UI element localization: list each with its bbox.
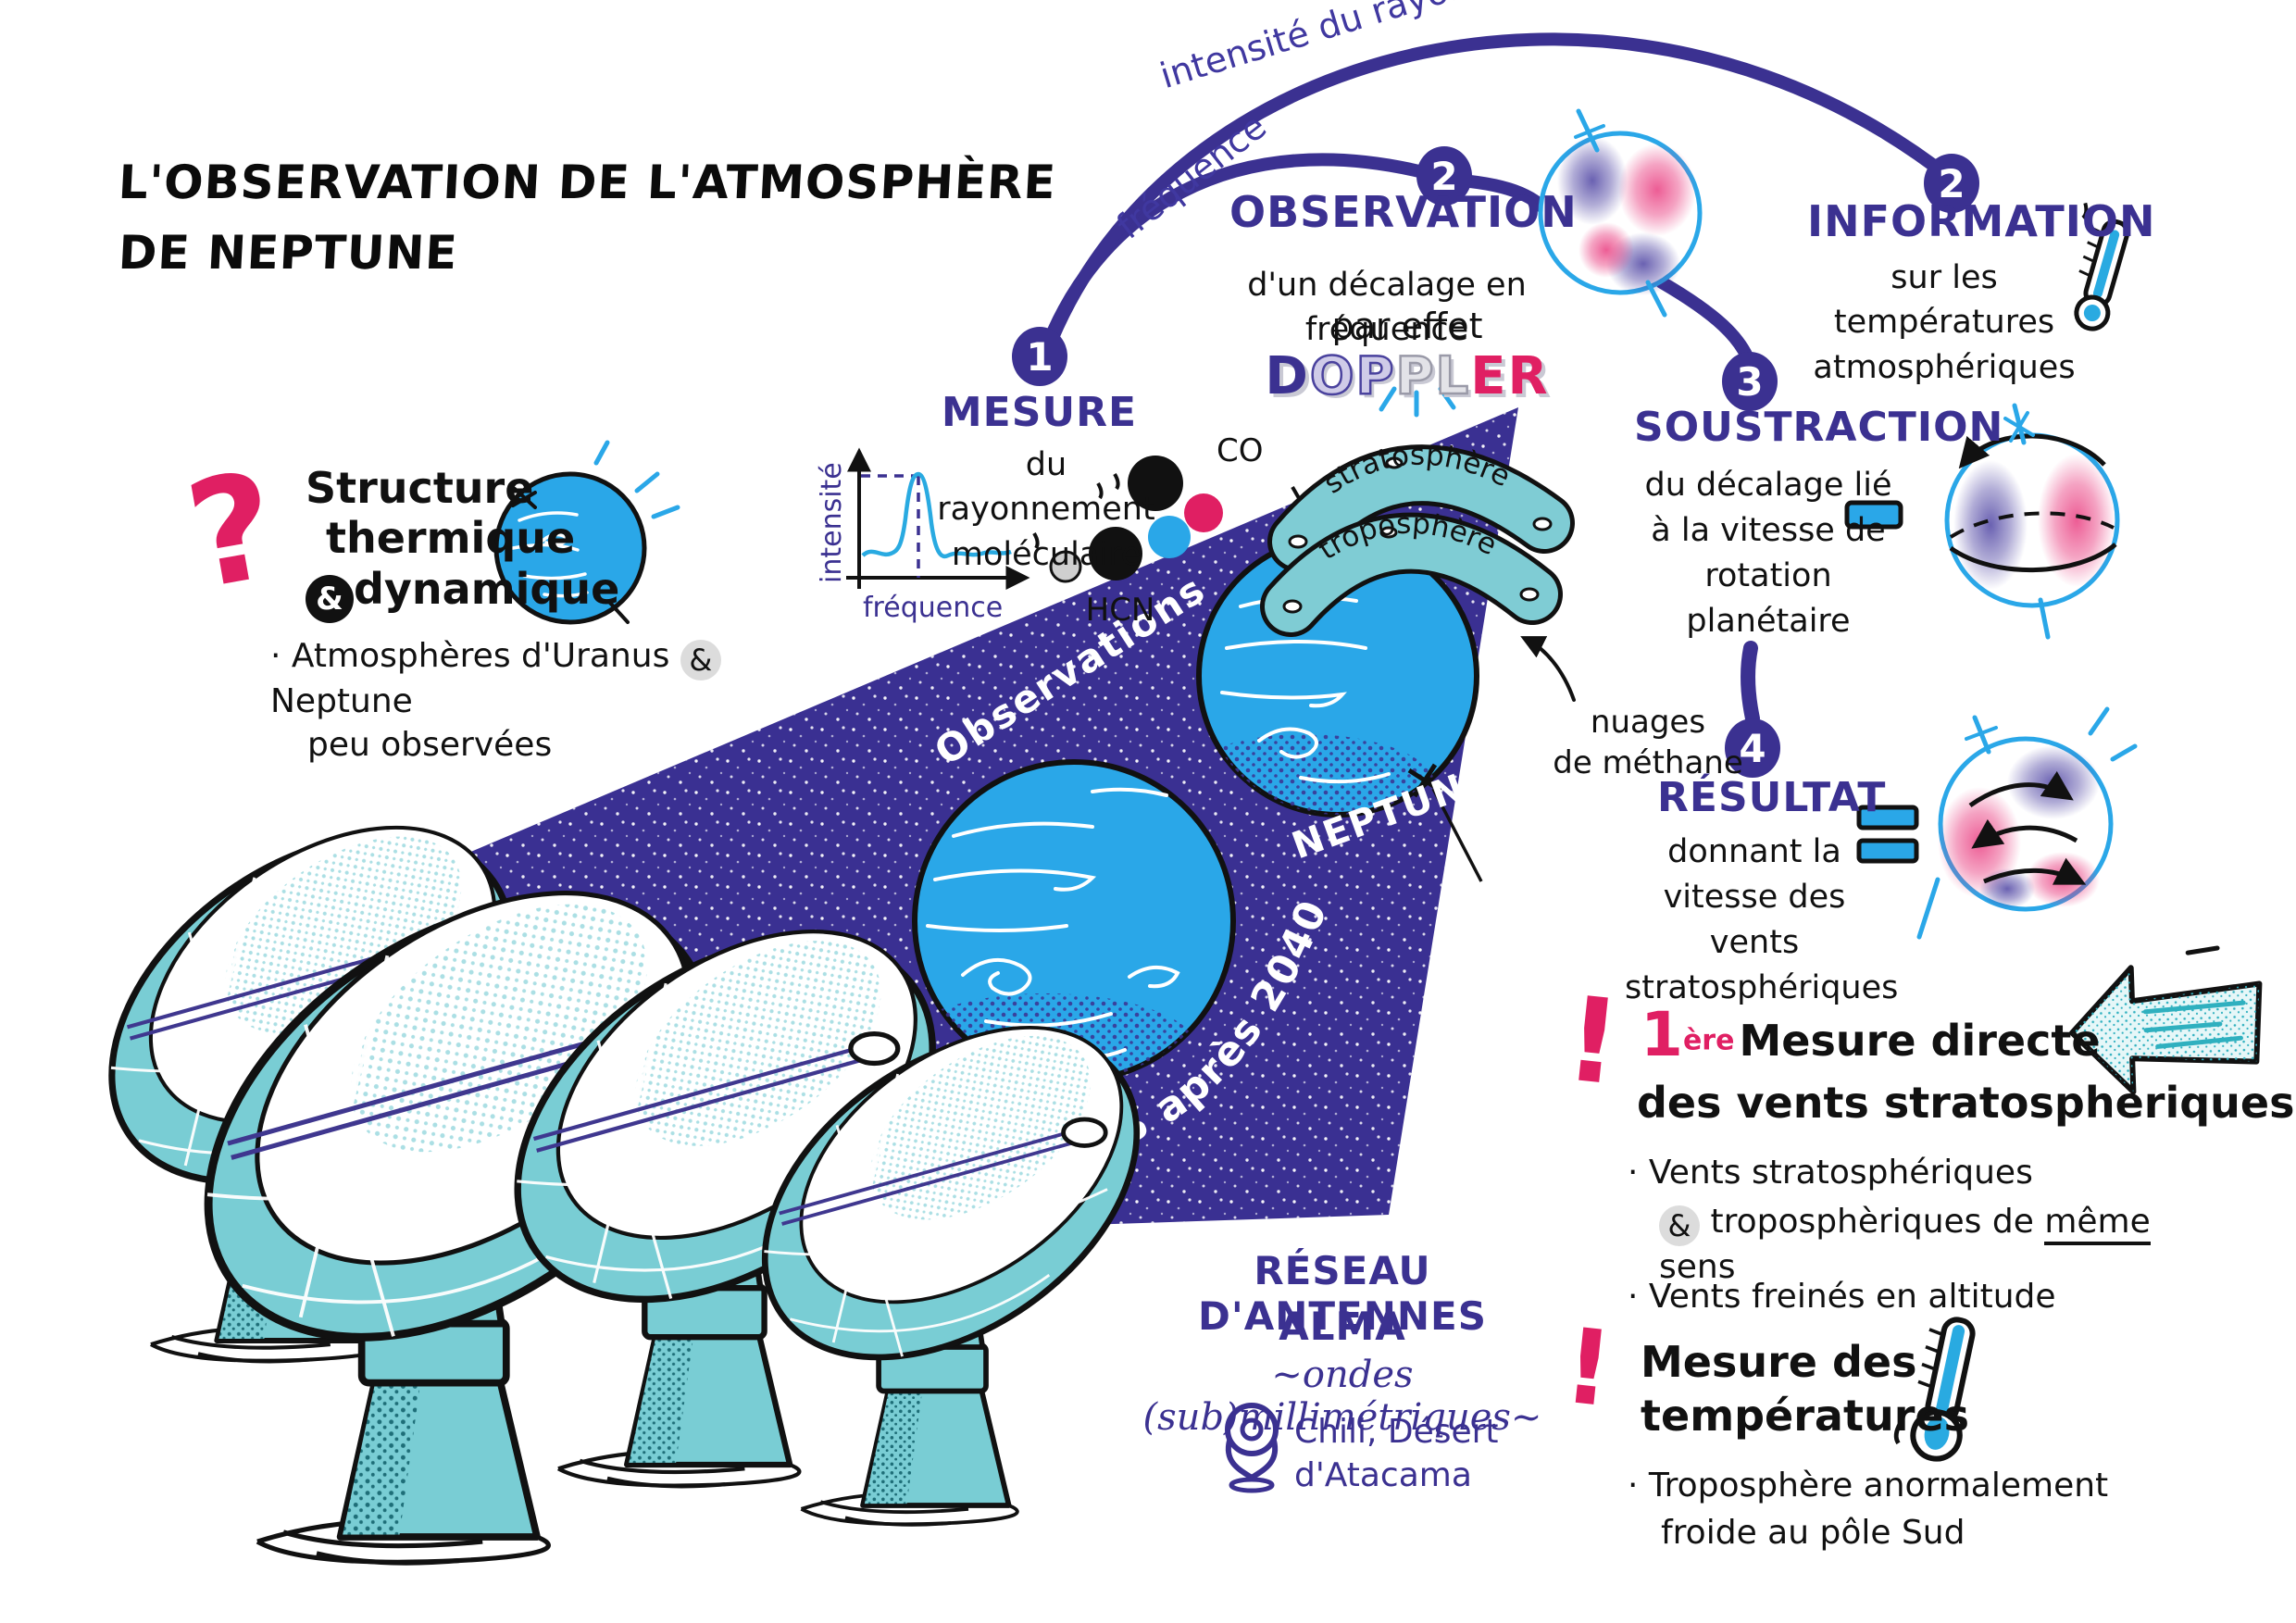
location-pin-icon: [1225, 1403, 1279, 1493]
finding-temp-title2: températures: [1641, 1391, 1969, 1441]
result-sphere: [1856, 706, 2138, 940]
winds-bullet2: · Vents freinés en altitude: [1628, 1278, 2056, 1316]
spectrum-graph: intensité fréquence: [816, 447, 1030, 624]
minus-sign: [1844, 500, 1903, 530]
node-3: 3: [1736, 359, 1763, 405]
winds-bullet1: · Vents stratosphériques & troposphèriqu…: [1628, 1154, 2151, 1286]
thermometer-icon: [2074, 202, 2130, 331]
finding-temp-title1: Mesure des: [1641, 1337, 1917, 1387]
node-2b: 2: [1938, 161, 1965, 206]
title-line2: DE NEPTUNE: [117, 226, 459, 280]
question-line1: Structure: [306, 463, 534, 513]
flow-nodes: 1 2 2 3 4: [1012, 146, 1979, 778]
mini-planet: [493, 440, 680, 625]
node-1: 1: [1026, 334, 1053, 380]
step1-title: MESURE: [941, 389, 1138, 436]
rotation-sphere: [1844, 403, 2120, 640]
atmosphere-bands: stratosphère troposphère: [1260, 439, 1576, 702]
graph-ylabel: intensité: [816, 462, 848, 583]
thermometer-temp-icon: [1893, 1317, 1976, 1462]
temp-bullet: · Troposphère anormalement froide au pôl…: [1628, 1467, 2109, 1552]
doppler-word: DOPPLER: [1265, 345, 1550, 408]
wind-direction-arrow: [2069, 945, 2263, 1095]
alma-heading-line2: ALMA: [1279, 1304, 1406, 1349]
context-bullet: · Atmosphères d'Uranus & Neptune peu obs…: [270, 635, 789, 768]
molecule-hcn: HCN: [1032, 516, 1191, 629]
step2-desc: d'un décalage en fréquence: [1247, 267, 1527, 349]
alma-heading-line1: RÉSEAU D'ANTENNES: [1198, 1248, 1487, 1339]
page-title: L'OBSERVATION DE L'ATMOSPHÈRE DE NEPTUNE: [117, 156, 1058, 280]
step3-title: SOUSTRACTION: [1634, 404, 2004, 451]
doppler-sphere: [1538, 108, 1703, 318]
ampersand-gray-2: &: [1659, 1205, 1700, 1246]
equals-sign: [1856, 805, 1919, 864]
step4-title: RÉSULTAT: [1657, 774, 1887, 821]
step2-title: OBSERVATION: [1229, 187, 1578, 237]
molecule-co-label: CO: [1217, 432, 1264, 469]
molecule-co: CO: [1096, 432, 1264, 532]
title-line1: L'OBSERVATION DE L'ATMOSPHÈRE: [117, 156, 1058, 209]
first-number: 1: [1641, 999, 1683, 1070]
finding-winds-title: 1ère Mesure directe: [1641, 999, 2101, 1070]
alma-waves: ~ondes (sub)millimétriques~: [1142, 1354, 1542, 1439]
node-2: 2: [1430, 154, 1457, 199]
question-line3: &dynamique: [306, 564, 731, 623]
molecule-hcn-label: HCN: [1086, 592, 1155, 629]
question-heading: Structure thermique &dynamique: [306, 463, 731, 623]
ampersand-gray: &: [680, 640, 721, 680]
ampersand-badge: &: [306, 574, 354, 623]
flow-arcs: [1035, 32, 1956, 726]
graph-xlabel: fréquence: [863, 592, 1003, 624]
step2b-title: INFORMATION: [1807, 196, 2156, 246]
methane-arrow: [1520, 636, 1576, 702]
question-line2: thermique: [326, 513, 576, 564]
node-4: 4: [1739, 726, 1766, 771]
doppler-line: par effet DOPPLER: [1265, 306, 1550, 408]
doppler-rays: [1379, 386, 1456, 418]
finding-winds-title2: des vents stratosphèriques: [1637, 1078, 2295, 1128]
